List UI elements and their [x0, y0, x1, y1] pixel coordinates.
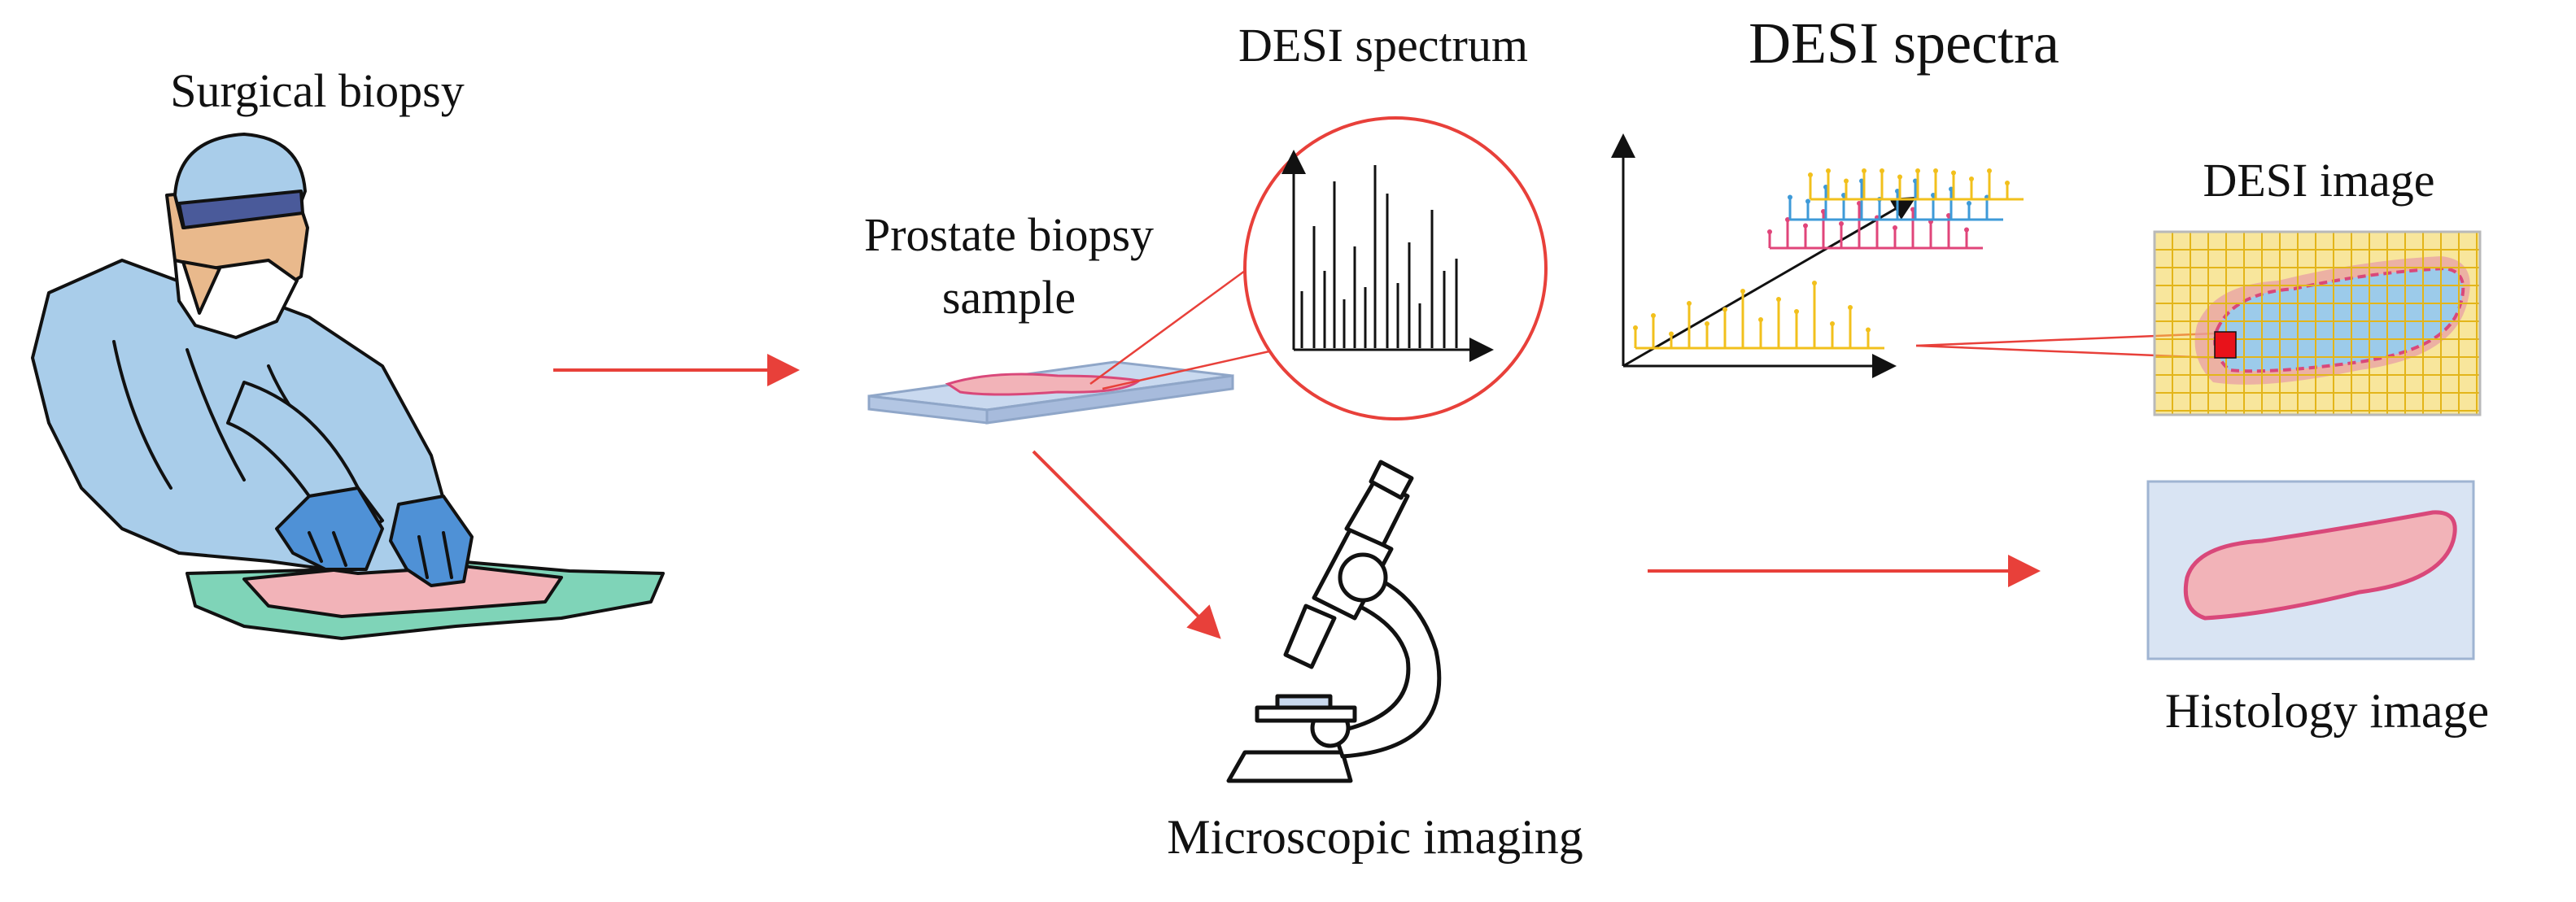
surgeon-illustration	[31, 133, 665, 640]
sample-label: sample	[941, 271, 1076, 324]
desi-tissue-region	[2213, 266, 2465, 373]
desi-spectrum-panel	[1243, 116, 1548, 420]
desi-spectra-panel	[1611, 133, 2024, 378]
spectrum-row	[1808, 168, 2024, 201]
histology-image-panel	[2146, 480, 2475, 660]
microscope-icon	[1226, 460, 1442, 783]
cap-band	[177, 190, 304, 229]
desi-spectrum-label: DESI spectrum	[1238, 19, 1528, 72]
spectrum-row	[1633, 281, 1884, 350]
right-glove	[389, 495, 474, 587]
histology-tissue	[2183, 510, 2457, 621]
arrow-sample-to-microscope	[1032, 450, 1221, 639]
desi-spectra-label: DESI spectra	[1749, 11, 2059, 76]
desi-image-label: DESI image	[2203, 154, 2435, 207]
prostate-biopsy-label: Prostate biopsy	[863, 208, 1155, 261]
left-glove	[275, 486, 384, 571]
histology-image-label: Histology image	[2164, 684, 2490, 738]
tissue-slide-icon	[867, 360, 1234, 425]
spectrum-row	[1767, 201, 1983, 250]
microscopic-imaging-label: Microscopic imaging	[1167, 810, 1583, 864]
surgical-biopsy-label: Surgical biopsy	[170, 64, 465, 117]
desi-image-panel	[2153, 230, 2482, 416]
selected-pixel	[2214, 331, 2237, 359]
